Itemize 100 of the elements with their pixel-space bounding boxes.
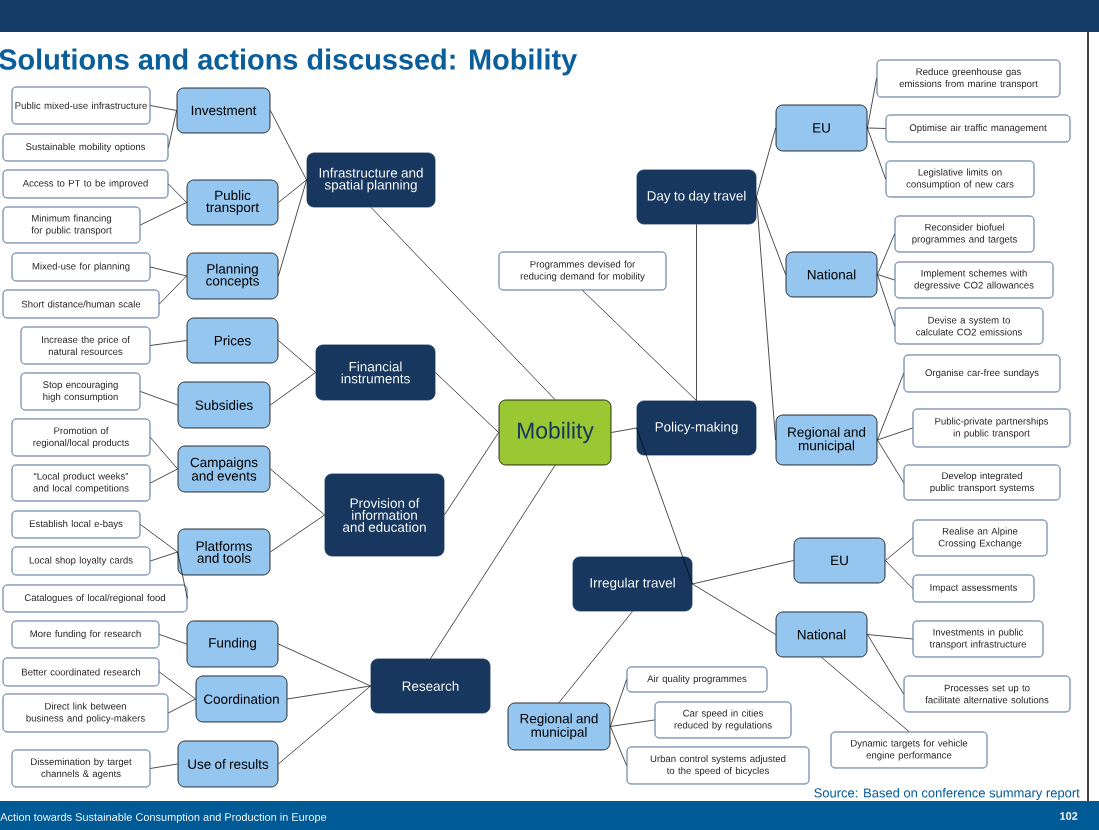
connector-line bbox=[610, 726, 627, 766]
subcategory-box: Coordination bbox=[195, 675, 288, 723]
action-box: Car speed in cities reduced by regulations bbox=[654, 701, 792, 739]
action-box: Promotion of regional/local products bbox=[11, 418, 151, 457]
connector-line bbox=[287, 685, 371, 700]
connector-line bbox=[370, 207, 556, 400]
subcategory-box: Investment bbox=[176, 87, 271, 134]
connector-line bbox=[558, 611, 633, 703]
connector-line bbox=[168, 110, 177, 148]
connector-line bbox=[867, 127, 886, 180]
connector-line bbox=[150, 437, 178, 470]
action-box: Legislative limits on consumption of new cars bbox=[885, 160, 1035, 198]
action-box: Impact assessments bbox=[912, 574, 1035, 603]
action-box: Short distance/human scale bbox=[2, 289, 160, 319]
connector-line bbox=[150, 340, 187, 346]
subcategory-box: Regional and municipal bbox=[507, 702, 611, 751]
slide-title: Solutions and actions discussed: Mobility bbox=[0, 48, 578, 76]
connector-line bbox=[270, 514, 325, 553]
connector-line bbox=[867, 78, 877, 129]
subcategory-box: Prices bbox=[186, 317, 279, 364]
connector-line bbox=[636, 427, 693, 585]
subcategory-box: Use of results bbox=[177, 740, 279, 788]
connector-line bbox=[756, 196, 786, 275]
page-number: 102 bbox=[1060, 812, 1078, 820]
action-box: Increase the price of natural resources bbox=[20, 326, 151, 365]
action-box: Realise an Alpine Crossing Exchange bbox=[912, 519, 1048, 557]
connector-line bbox=[692, 560, 794, 585]
subcategory-box: EU bbox=[793, 537, 886, 584]
connector-line bbox=[159, 671, 196, 700]
connector-line bbox=[278, 643, 371, 687]
connector-line bbox=[140, 391, 178, 406]
action-box: Reconsider biofuel programmes and targets bbox=[894, 215, 1035, 253]
action-box: Establish local e-bays bbox=[11, 510, 141, 539]
connector-line bbox=[270, 372, 316, 406]
action-box: “Local product weeks” and local competitions bbox=[11, 464, 151, 502]
action-box: Dissemination by target channels & agents bbox=[11, 749, 151, 788]
connector-line bbox=[278, 685, 371, 765]
action-box: Public mixed-use infrastructure bbox=[11, 86, 151, 125]
connector-line bbox=[168, 698, 196, 714]
category-box: Irregular travel bbox=[572, 556, 693, 612]
connector-line bbox=[877, 274, 895, 281]
action-box: Public-private partnerships in public transport bbox=[912, 408, 1071, 448]
connector-line bbox=[696, 224, 697, 401]
connector-line bbox=[756, 196, 776, 441]
category-box: Day to day travel bbox=[636, 169, 757, 225]
connector-line bbox=[692, 583, 776, 635]
connector-line bbox=[444, 432, 499, 516]
action-box: Processes set up to facilitate alternative solutions bbox=[903, 675, 1071, 713]
subcategory-box: Platforms and tools bbox=[177, 528, 271, 576]
connector-line bbox=[150, 105, 177, 111]
action-box: Dynamic targets for vehicle engine performance bbox=[830, 731, 988, 769]
action-box: Better coordinated research bbox=[2, 657, 160, 687]
connector-line bbox=[435, 372, 499, 433]
connector-line bbox=[867, 127, 886, 129]
connector-line bbox=[877, 427, 913, 441]
subcategory-box: Regional and municipal bbox=[775, 414, 878, 466]
connector-line bbox=[278, 340, 316, 373]
connector-line bbox=[430, 465, 556, 659]
action-box: Investments in public transport infrastructure bbox=[912, 620, 1044, 658]
action-box: Sustainable mobility options bbox=[2, 133, 169, 162]
connector-line bbox=[877, 233, 895, 275]
connector-line bbox=[150, 551, 178, 562]
action-box: Mixed-use for planning bbox=[11, 252, 151, 282]
topic-box: Mobility bbox=[498, 399, 612, 466]
action-box: Organise car-free sundays bbox=[903, 354, 1061, 393]
connector-line bbox=[885, 560, 913, 589]
action-box: Programmes devised for reducing demand for mobility bbox=[498, 251, 667, 291]
footer-text: Action towards Sustainable Consumption and Production in Europe bbox=[0, 812, 327, 824]
action-box: Air quality programmes bbox=[626, 666, 768, 693]
category-box: Policy-making bbox=[636, 400, 757, 456]
subcategory-box: EU bbox=[775, 104, 868, 152]
connector-line bbox=[610, 719, 655, 727]
connector-line bbox=[159, 634, 187, 645]
action-box: Devise a system to calculate CO2 emissions bbox=[894, 307, 1044, 345]
subcategory-box: National bbox=[775, 611, 868, 658]
action-box: Direct link between business and policy-makers bbox=[2, 693, 169, 733]
action-box: Reduce greenhouse gas emissions from marine transport bbox=[876, 59, 1061, 98]
subcategory-box: Funding bbox=[186, 620, 279, 668]
connector-line bbox=[867, 634, 904, 695]
connector-line bbox=[610, 679, 627, 727]
subcategory-box: National bbox=[785, 251, 878, 298]
connector-line bbox=[140, 202, 187, 226]
action-box: Stop encouraging high consumption bbox=[20, 372, 141, 411]
source-note: Source: Based on conference summary report bbox=[814, 787, 1080, 800]
connector-line bbox=[150, 763, 178, 769]
connector-line bbox=[278, 179, 307, 277]
connector-line bbox=[877, 274, 895, 327]
connector-line bbox=[150, 266, 187, 277]
action-box: Urban control systems adjusted to the speed of bicycles bbox=[626, 746, 810, 785]
category-box: Provision of information and education bbox=[324, 473, 445, 557]
connector-line bbox=[168, 183, 187, 203]
category-box: Research bbox=[370, 658, 491, 714]
action-box: More funding for research bbox=[11, 620, 160, 649]
connector-line bbox=[821, 657, 910, 732]
connector-line bbox=[140, 524, 178, 553]
connector-line bbox=[885, 537, 913, 561]
action-box: Access to PT to be improved bbox=[2, 169, 169, 199]
connector-line bbox=[877, 439, 904, 483]
action-box: Local shop loyalty cards bbox=[11, 546, 151, 576]
category-box: Financial instruments bbox=[315, 344, 436, 401]
